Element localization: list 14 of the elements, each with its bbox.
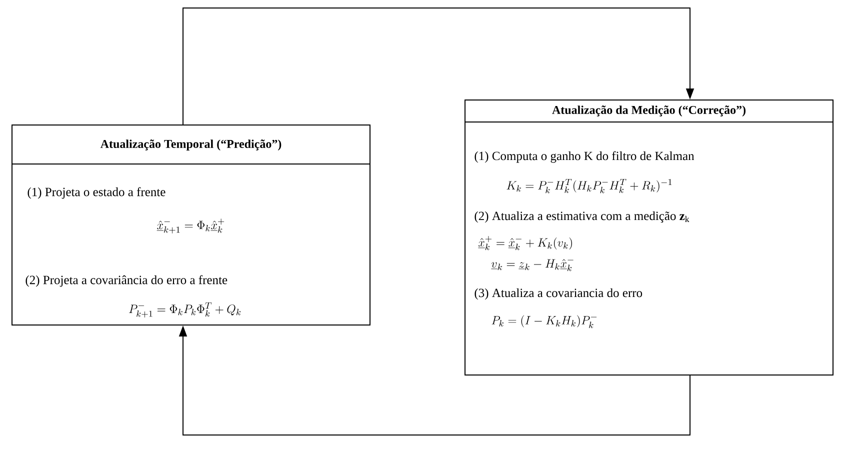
equation: $\underline{v}_k = \underline{z}_k - H_k \underline{\hat{x}}_k^{-}$ xyxy=(491,259,574,272)
step-text: (1) Computa o ganho K do filtro de Kalman xyxy=(474,151,694,163)
equation: $K_k = P_k^{-} H_k^{T} (H_k P_k^{-} H_k^{T} + R_k)^{-1}$ xyxy=(506,178,672,194)
equation: $P_{k+1}^{-} = \Phi_k P_k \Phi_k^{T} + Q_k$ xyxy=(129,302,241,318)
equation: $\underline{\hat{x}}_k^{+} = \underline{\hat{x}}_k^{-} + K_k(v_k)$ xyxy=(478,236,572,250)
step-text: (2) Projeta a covariância do erro a frente xyxy=(26,275,228,287)
step-text: (2) Atualiza a estimativa com a medição z$_{k}$ xyxy=(474,211,690,223)
step-text: (1) Projeta o estado a frente xyxy=(28,187,166,199)
equation: $\underline{\hat{x}}_{k+1}^{-} = \Phi_k \underline{\hat{x}}_k^{+}$ xyxy=(156,218,224,234)
step-text: (3) Atualiza a covariancia do erro xyxy=(474,288,642,300)
arrow xyxy=(182,8,694,125)
equation: $P_k = (I - K_k H_k) P_k^{-}$ xyxy=(492,315,597,328)
panel-heading: Atualização Temporal (“Predição”) xyxy=(100,140,282,150)
panel-heading: Atualização da Medição (“Correção”) xyxy=(552,106,746,116)
